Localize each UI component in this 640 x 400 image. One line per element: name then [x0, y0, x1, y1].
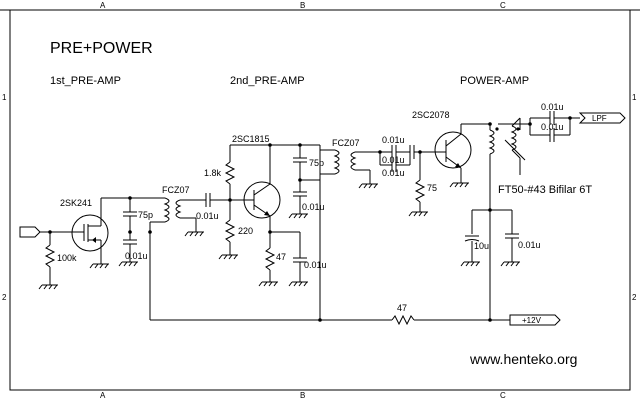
- label-r-feed: 47: [397, 303, 407, 313]
- label-c-byp: 0.01u: [518, 240, 541, 250]
- col-label-a: A: [100, 1, 106, 10]
- label-r-bias: 1.8k: [204, 168, 222, 178]
- label-q2: 2SC1815: [232, 134, 270, 144]
- row-label-1: 1: [2, 93, 7, 102]
- ground-symbol: [408, 211, 429, 217]
- ground-symbol: [460, 261, 481, 267]
- lpf-port: [578, 112, 626, 124]
- col-label-b-bottom: B: [300, 391, 305, 400]
- ground-symbol: [500, 261, 521, 267]
- row-label-1-right: 1: [632, 93, 637, 102]
- label-r-e2: 47: [276, 252, 286, 262]
- label-r-b2: 220: [238, 226, 253, 236]
- label-c-el: 10u: [474, 241, 489, 251]
- ground-symbol: [288, 281, 309, 287]
- label-c5: 0.01u: [302, 202, 325, 212]
- coil-bifilar-b: [510, 125, 517, 151]
- footer-url: www.henteko.org: [469, 351, 577, 367]
- row-label-2-right: 2: [632, 293, 637, 302]
- coil-t2-secondary: [350, 151, 357, 171]
- coil-t1-secondary: [175, 199, 182, 219]
- coil-bifilar-a: [488, 129, 495, 155]
- bjt-q2: [243, 145, 281, 232]
- label-c-e2: 0.01u: [304, 260, 327, 270]
- section-power: POWER-AMP: [460, 75, 529, 87]
- page-title: PRE+POWER: [50, 40, 153, 57]
- ground-symbol: [449, 182, 470, 188]
- coil-t2-primary: [333, 149, 340, 175]
- label-c3: 0.01u: [196, 211, 219, 221]
- label-c8: 0.01u: [382, 168, 405, 178]
- resistor-gate: [44, 230, 56, 285]
- ground-symbol: [358, 183, 379, 189]
- ground-symbol: [288, 213, 309, 219]
- ground-symbol: [89, 263, 110, 269]
- label-power: +12V: [522, 316, 542, 325]
- ground-symbol: [118, 261, 139, 267]
- label-q3: 2SC2078: [412, 110, 450, 120]
- col-label-c-bottom: C: [500, 391, 506, 400]
- label-c1: 75p: [138, 210, 153, 220]
- fet-q1: [71, 198, 109, 264]
- label-r-gate: 100k: [57, 253, 77, 263]
- section-pre2: 2nd_PRE-AMP: [230, 75, 305, 87]
- ground-symbol: [184, 231, 205, 237]
- row-label-2: 2: [2, 293, 7, 302]
- label-c7: 0.01u: [382, 155, 405, 165]
- label-c4: 75p: [309, 158, 324, 168]
- label-t2: FCZ07: [332, 138, 360, 148]
- label-r-b3: 75: [427, 183, 437, 193]
- col-label-c: C: [500, 1, 506, 10]
- label-c-out1: 0.01u: [541, 102, 564, 112]
- ground-symbol: [218, 254, 239, 260]
- section-pre1: 1st_PRE-AMP: [50, 75, 121, 87]
- label-q1: 2SK241: [60, 198, 92, 208]
- power-port: [509, 314, 561, 326]
- coil-t1-primary: [163, 197, 170, 223]
- label-core: FT50-#43 Bifilar 6T: [498, 184, 592, 196]
- ground-symbol: [38, 284, 59, 290]
- col-label-a-bottom: A: [100, 391, 106, 400]
- label-t1: FCZ07: [162, 185, 190, 195]
- label-lpf: LPF: [592, 114, 607, 123]
- label-c6: 0.01u: [382, 135, 405, 145]
- label-c-out2: 0.01u: [541, 122, 564, 132]
- cap-c1: [122, 198, 138, 262]
- ground-symbol: [258, 281, 279, 287]
- col-label-b: B: [300, 1, 305, 10]
- bjt-q3: [434, 124, 472, 183]
- label-c2: 0.01u: [125, 251, 148, 261]
